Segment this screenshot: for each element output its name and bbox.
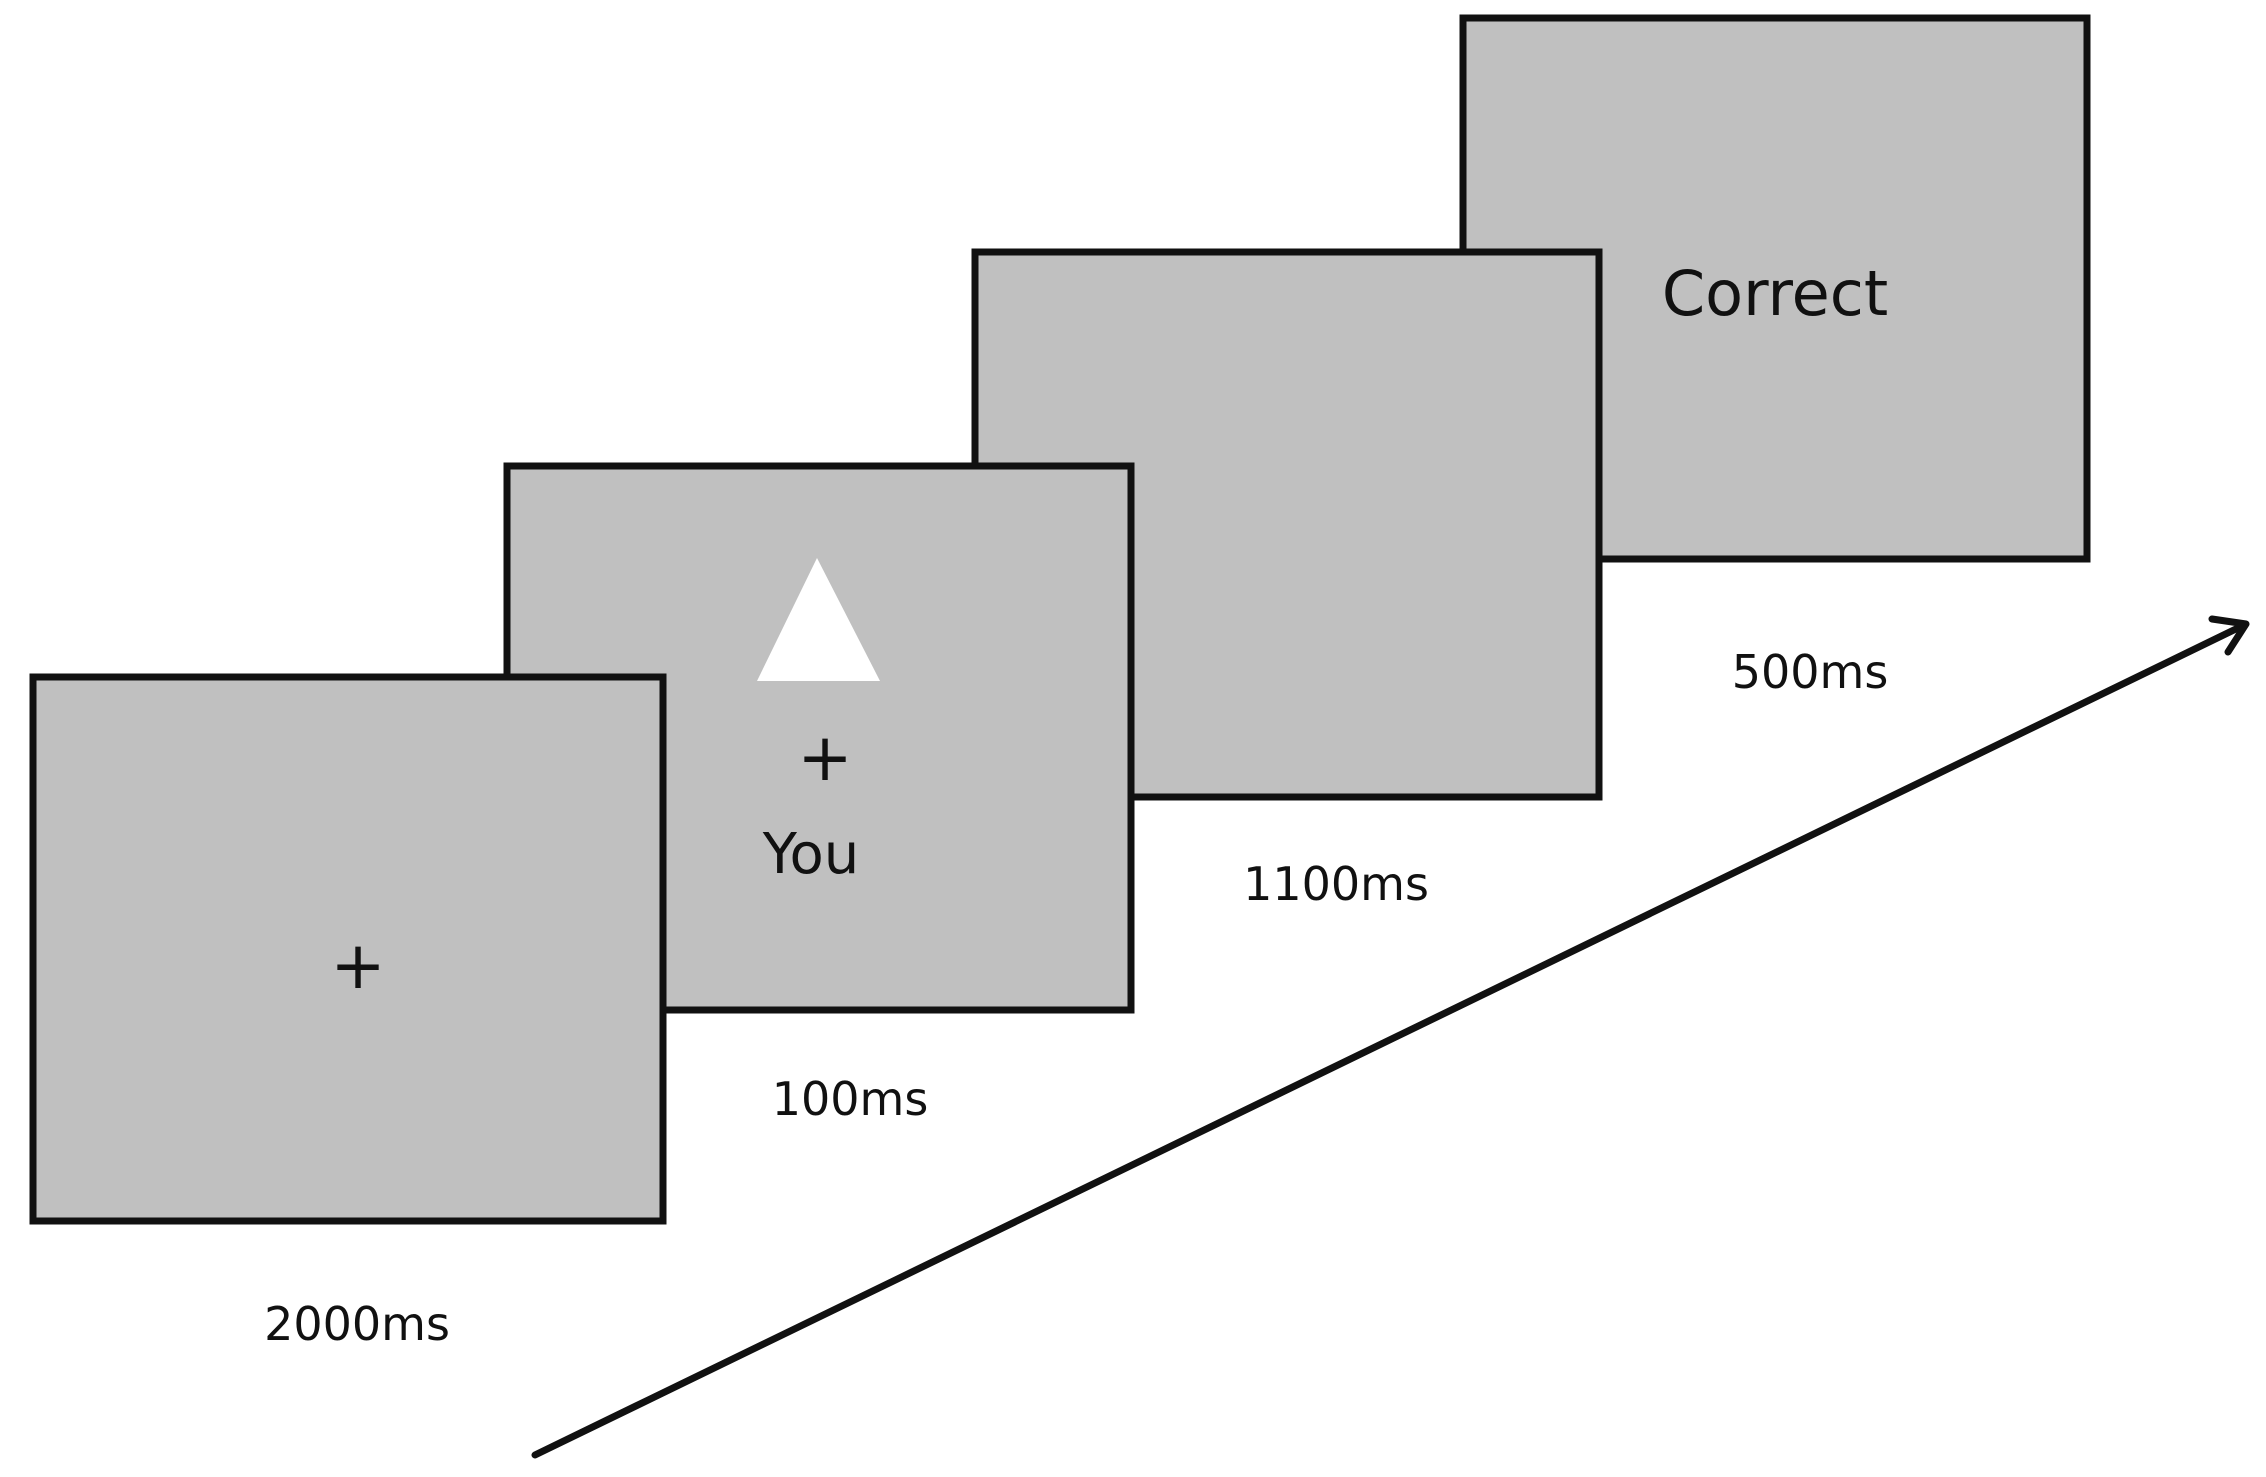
frame-fixation: +: [29, 673, 667, 1225]
feedback-label: Correct: [1662, 257, 1888, 330]
time-arrow: [531, 615, 2250, 1459]
duration-label-fixation: 2000ms: [264, 1297, 450, 1351]
duration-label-blank: 1100ms: [1243, 857, 1429, 911]
stimulus-fixation-cross: +: [797, 719, 852, 796]
fixation-cross: +: [330, 927, 385, 1004]
duration-label-stimulus: 100ms: [772, 1072, 929, 1126]
duration-label-feedback: 500ms: [1732, 645, 1889, 699]
time-arrow-shaft: [531, 623, 2244, 1459]
triangle-icon: [757, 558, 880, 681]
stimulus-label: You: [762, 822, 860, 887]
frame-fixation-screen: [29, 673, 667, 1225]
arrowhead-icon: [2208, 615, 2250, 656]
